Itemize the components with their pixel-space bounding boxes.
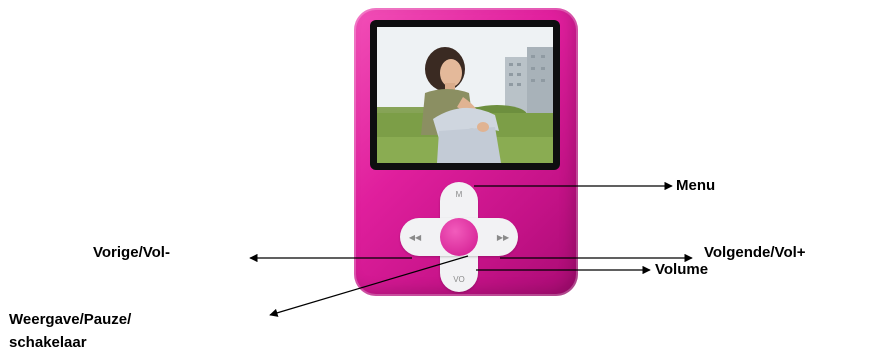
menu-label: Menu [676,177,715,194]
play-pause-arrow [270,256,468,315]
play-pause-label-line2: schakelaar [9,334,87,351]
previous-label: Vorige/Vol- [93,244,170,261]
volume-label: Volume [655,261,708,278]
next-label: Volgende/Vol+ [704,244,806,261]
play-pause-label-line1: Weergave/Pauze/ [9,311,131,328]
